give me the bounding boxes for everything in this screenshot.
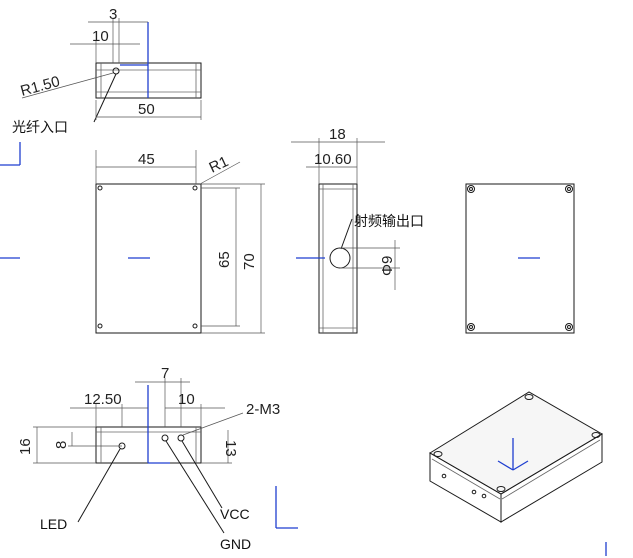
label-led: LED	[40, 516, 67, 532]
dim-r1: R1	[207, 153, 232, 177]
dim-18: 18	[329, 126, 346, 143]
dim-70: 70	[241, 253, 258, 270]
vcc-hole	[177, 434, 185, 442]
iso-side-face	[500, 433, 603, 523]
dim-3: 3	[109, 6, 117, 23]
top-view: 3 10 R1.50 光纤入口 50	[12, 6, 202, 135]
dim-r150: R1.50	[19, 73, 62, 100]
dim-7: 7	[161, 365, 169, 382]
label-rf-output: 射频输出口	[354, 213, 424, 229]
label-gnd: GND	[220, 536, 251, 552]
rf-output-leader	[340, 218, 353, 250]
dim-1250: 12.50	[84, 391, 122, 408]
dim-13: 13	[222, 440, 239, 457]
gnd-leader	[165, 440, 225, 534]
iso-top-face	[429, 391, 603, 495]
led-leader	[77, 448, 121, 523]
side-view: 18 10.60 射频输出口 Φ9	[291, 126, 424, 334]
label-2m3: 2-M3	[246, 401, 280, 418]
dim-10-bottom: 10	[178, 391, 195, 408]
fiber-inlet-leader	[93, 73, 117, 123]
gnd-hole	[161, 434, 169, 442]
front-view-body	[95, 183, 202, 334]
isometric-view	[429, 391, 603, 523]
vcc-leader	[181, 440, 223, 509]
rf-output-port	[329, 247, 351, 269]
dim-16: 16	[17, 438, 34, 455]
fiber-inlet-hole	[112, 67, 120, 75]
dim-8: 8	[53, 441, 70, 449]
label-fiber-inlet: 光纤入口	[12, 119, 68, 135]
dim-phi9: Φ9	[379, 256, 396, 276]
label-vcc: VCC	[220, 506, 250, 522]
dim-10-top: 10	[92, 28, 109, 45]
back-view	[465, 183, 575, 334]
r150-leader	[21, 72, 114, 99]
dim-45: 45	[138, 151, 155, 168]
front-view: 45 R1 65 70	[95, 150, 265, 334]
back-view-body	[465, 183, 575, 334]
dim-65: 65	[216, 251, 233, 268]
dim-50: 50	[138, 101, 155, 118]
bottom-view: 7 12.50 10 2-M3 16 8 13 LED VCC GND	[17, 365, 298, 552]
dim-1060: 10.60	[314, 151, 352, 168]
